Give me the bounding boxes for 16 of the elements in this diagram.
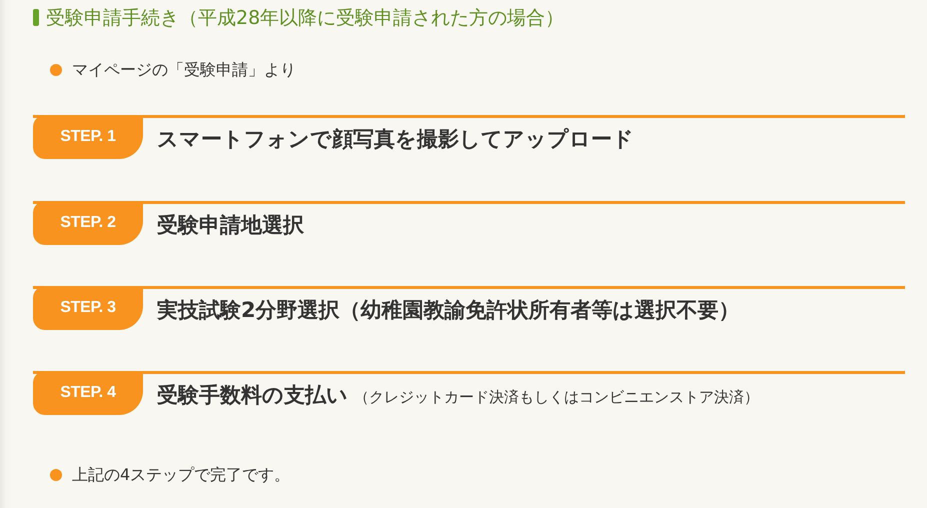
step-band bbox=[33, 115, 905, 159]
heading: 受験申請手続き（平成28年以降に受験申請された方の場合） bbox=[46, 6, 564, 30]
step-note: （クレジットカード決済もしくはコンビニエンストア決済） bbox=[354, 388, 759, 407]
step-badge: STEP. 1 bbox=[33, 115, 143, 159]
step-band bbox=[33, 286, 905, 330]
step-band bbox=[33, 201, 905, 245]
step-badge: STEP. 3 bbox=[33, 286, 143, 330]
step-badge: STEP. 4 bbox=[33, 371, 143, 415]
step-title: 受験手数料の支払い bbox=[157, 382, 348, 409]
bullet-text: マイページの「受験申請」より bbox=[72, 60, 296, 80]
step-title: 受験申請地選択 bbox=[157, 212, 304, 239]
step-badge: STEP. 2 bbox=[33, 201, 143, 245]
step-title: 実技試験2分野選択（幼稚園教諭免許状所有者等は選択不要） bbox=[157, 297, 740, 324]
step-title: スマートフォンで顔写真を撮影してアップロード bbox=[157, 126, 634, 153]
bullet-text: 上記の4ステップで完了です。 bbox=[72, 465, 290, 485]
step-band bbox=[33, 371, 905, 415]
